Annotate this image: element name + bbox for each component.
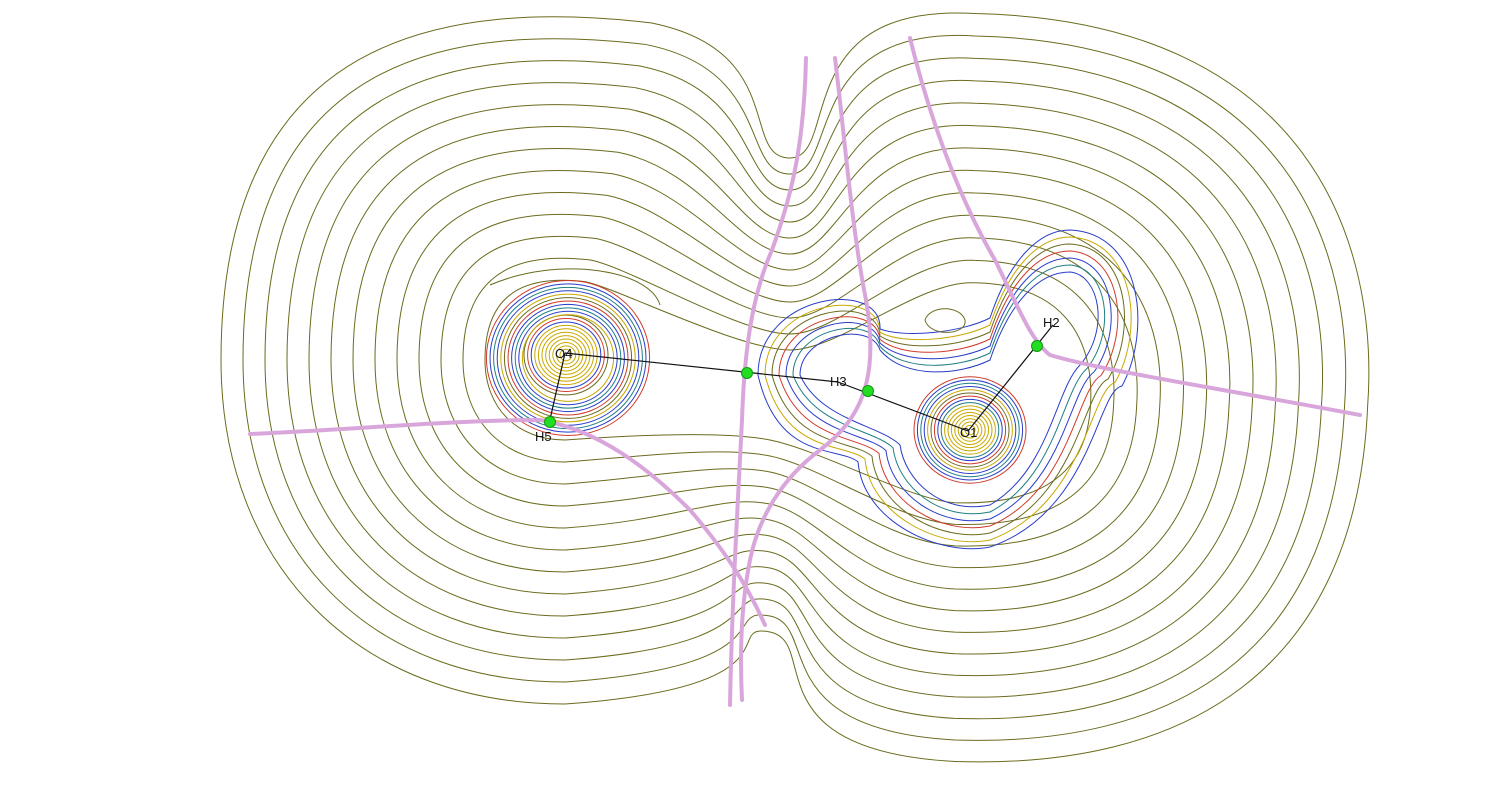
density-contour bbox=[920, 382, 1020, 478]
density-contour bbox=[785, 257, 1112, 522]
density-contour bbox=[507, 300, 629, 416]
density-contour bbox=[541, 331, 591, 379]
density-contour bbox=[396, 191, 1184, 590]
density-contour bbox=[937, 398, 1003, 462]
critical-point-group bbox=[544, 340, 1043, 428]
density-contour bbox=[485, 279, 651, 437]
density-contour bbox=[514, 307, 622, 409]
atom-label-o1: O1 bbox=[960, 425, 977, 440]
density-contour bbox=[559, 348, 573, 362]
o1-core-contours bbox=[757, 229, 1139, 550]
density-contour bbox=[462, 257, 1115, 525]
atom-label-h2: H2 bbox=[1043, 315, 1060, 330]
interatomic-surface-4 bbox=[248, 417, 767, 627]
density-contour bbox=[778, 250, 1119, 529]
density-contour bbox=[944, 405, 996, 455]
density-contour bbox=[927, 389, 1013, 471]
density-contour bbox=[933, 395, 1007, 465]
density-contour bbox=[489, 268, 661, 306]
density-contour bbox=[792, 264, 1106, 515]
density-contour bbox=[940, 402, 1000, 458]
density-contour bbox=[503, 297, 633, 419]
density-contour bbox=[440, 235, 1138, 547]
density-contour bbox=[764, 236, 1132, 543]
density-contour bbox=[923, 385, 1017, 475]
density-contour bbox=[916, 379, 1024, 481]
density-contour bbox=[950, 411, 990, 449]
interatomic-surface-3 bbox=[908, 36, 1362, 417]
atom-label-o4: O4 bbox=[555, 346, 572, 361]
density-contour bbox=[511, 303, 625, 413]
critical-point bbox=[741, 367, 753, 379]
density-contour bbox=[500, 293, 636, 423]
density-contour bbox=[534, 324, 598, 386]
critical-point bbox=[862, 385, 874, 397]
outer-contour-group bbox=[220, 12, 1370, 763]
density-contour bbox=[924, 308, 966, 333]
density-contour bbox=[527, 318, 605, 392]
density-contour bbox=[374, 169, 1208, 612]
density-contour bbox=[954, 415, 986, 445]
interatomic-surface-2 bbox=[738, 56, 873, 702]
density-contour bbox=[771, 243, 1125, 536]
density-contour bbox=[330, 125, 1254, 655]
density-contour bbox=[913, 376, 1027, 484]
density-contour bbox=[555, 345, 577, 365]
density-contour bbox=[930, 392, 1010, 468]
density-contour bbox=[530, 321, 602, 389]
density-contour bbox=[961, 421, 979, 439]
density-contour bbox=[799, 271, 1099, 508]
density-contour bbox=[308, 102, 1277, 677]
critical-point bbox=[544, 416, 556, 428]
o4-core-contours bbox=[485, 268, 661, 437]
density-contour bbox=[352, 147, 1231, 633]
atom-label-h3: H3 bbox=[830, 374, 847, 389]
density-contour bbox=[757, 229, 1139, 550]
bond-path-h3-o1 bbox=[837, 381, 969, 432]
interatomic-surface-group bbox=[248, 36, 1362, 707]
density-contour bbox=[418, 213, 1161, 569]
density-contour bbox=[489, 283, 647, 433]
density-contour bbox=[242, 35, 1347, 741]
bond-path-o4-h5 bbox=[548, 352, 566, 425]
density-contour bbox=[957, 418, 983, 442]
density-contour bbox=[264, 57, 1323, 720]
bond-path-o4-h3 bbox=[564, 352, 839, 383]
critical-point bbox=[1031, 340, 1043, 352]
atom-label-group: O4 H5 H3 O1 H2 bbox=[535, 315, 1060, 444]
density-contour bbox=[537, 328, 595, 382]
density-contour bbox=[220, 12, 1370, 763]
atom-label-h5: H5 bbox=[535, 429, 552, 444]
density-contour bbox=[947, 408, 993, 452]
bond-path-group bbox=[548, 324, 1054, 432]
density-contour bbox=[286, 80, 1300, 698]
